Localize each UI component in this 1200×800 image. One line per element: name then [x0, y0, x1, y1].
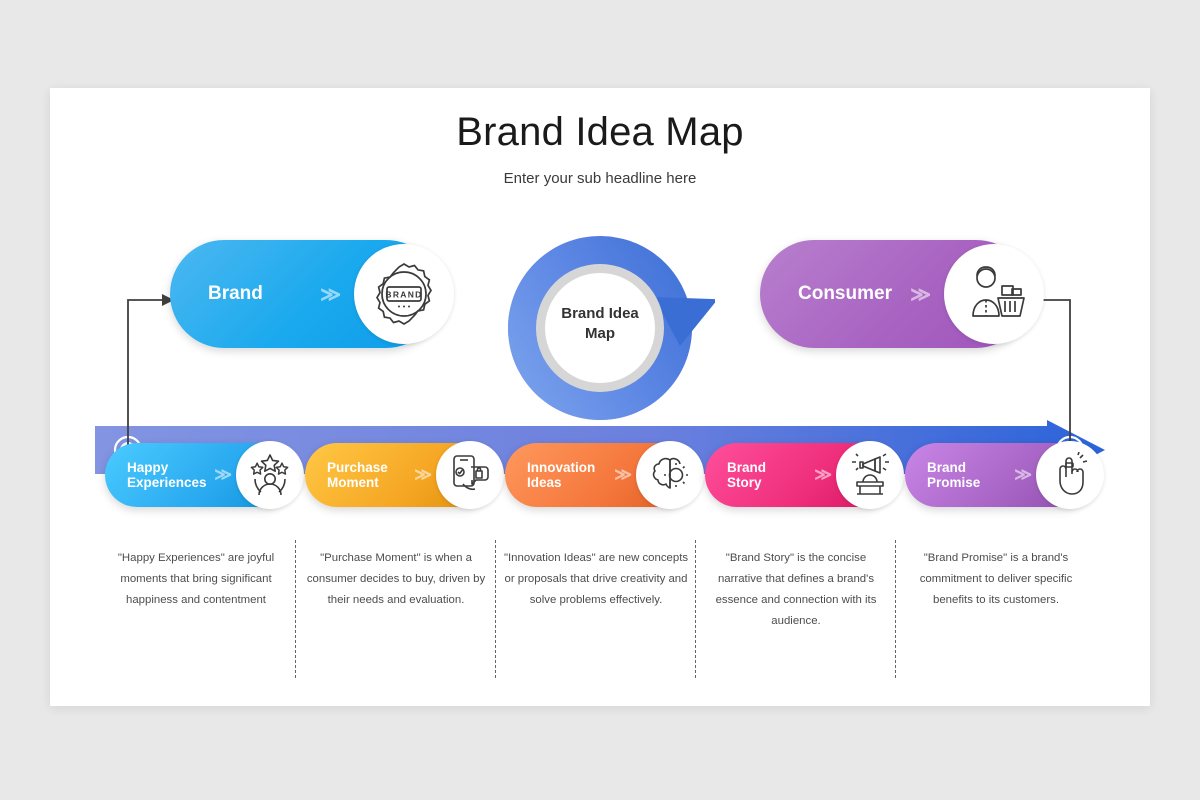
brain-gear-icon — [636, 441, 704, 509]
step-pill-1-chevron-icon: ≫ — [214, 465, 232, 484]
phone-shopping-bag-icon — [436, 441, 504, 509]
step-pill-4-chevron-icon: ≫ — [814, 465, 832, 484]
step-description-2: "Purchase Moment" is when a consumer dec… — [306, 552, 486, 606]
step-label-line1: Happy — [127, 459, 169, 475]
step-label-line2: Experiences — [127, 475, 207, 490]
step-label-line2: Promise — [927, 475, 981, 490]
step-description-3: "Innovation Ideas" are new concepts or p… — [503, 552, 689, 606]
step-description-5: "Brand Promise" is a brand's commitment … — [919, 552, 1073, 606]
step-pill-2-chevron-icon: ≫ — [414, 465, 432, 484]
step-description-1: "Happy Experiences" are joyful moments t… — [117, 552, 275, 606]
pill-consumer[interactable]: Consumer ≫ — [760, 240, 1044, 348]
svg-text:BRAND: BRAND — [385, 290, 422, 300]
pill-brand-chevron-icon: ≫ — [320, 284, 341, 306]
pill-brand[interactable]: Brand ≫ BRAND — [170, 240, 454, 348]
step-label-line2: Ideas — [527, 475, 562, 490]
step-label-line1: Purchase — [327, 459, 388, 475]
step-pill-5-chevron-icon: ≫ — [1014, 465, 1032, 484]
hub-circular-arrow-icon — [508, 228, 715, 420]
step-divider-4 — [895, 540, 896, 678]
finger-string-icon — [1036, 441, 1104, 509]
step-label-line1: Brand — [727, 459, 767, 475]
hub-label: Brand Idea Map — [535, 304, 665, 344]
shopper-icon — [944, 244, 1044, 344]
page-title: Brand Idea Map — [456, 110, 744, 154]
hub-label-line1: Brand Idea — [561, 305, 639, 322]
center-hub: Brand Idea Map — [485, 228, 715, 428]
step-description-4: "Brand Story" is the concise narrative t… — [715, 552, 877, 627]
page-subtitle: Enter your sub headline here — [503, 170, 697, 187]
pill-consumer-label: Consumer — [798, 283, 892, 305]
stars-person-icon — [236, 441, 304, 509]
step-label-line2: Story — [727, 475, 762, 490]
step-label-line2: Moment — [327, 475, 379, 490]
brand-badge-icon: BRAND — [354, 244, 454, 344]
megaphone-podium-icon — [836, 441, 904, 509]
pill-brand-label: Brand — [208, 283, 263, 305]
step-divider-3 — [695, 540, 696, 678]
step-divider-2 — [495, 540, 496, 678]
step-divider-1 — [295, 540, 296, 678]
pill-consumer-chevron-icon: ≫ — [910, 284, 931, 306]
hub-label-line2: Map — [585, 325, 615, 342]
slide-canvas: Brand Idea Map Enter your sub headline h… — [50, 88, 1150, 706]
step-label-line1: Brand — [927, 459, 967, 475]
step-label-line1: Innovation — [527, 459, 596, 475]
step-pill-3-chevron-icon: ≫ — [614, 465, 632, 484]
